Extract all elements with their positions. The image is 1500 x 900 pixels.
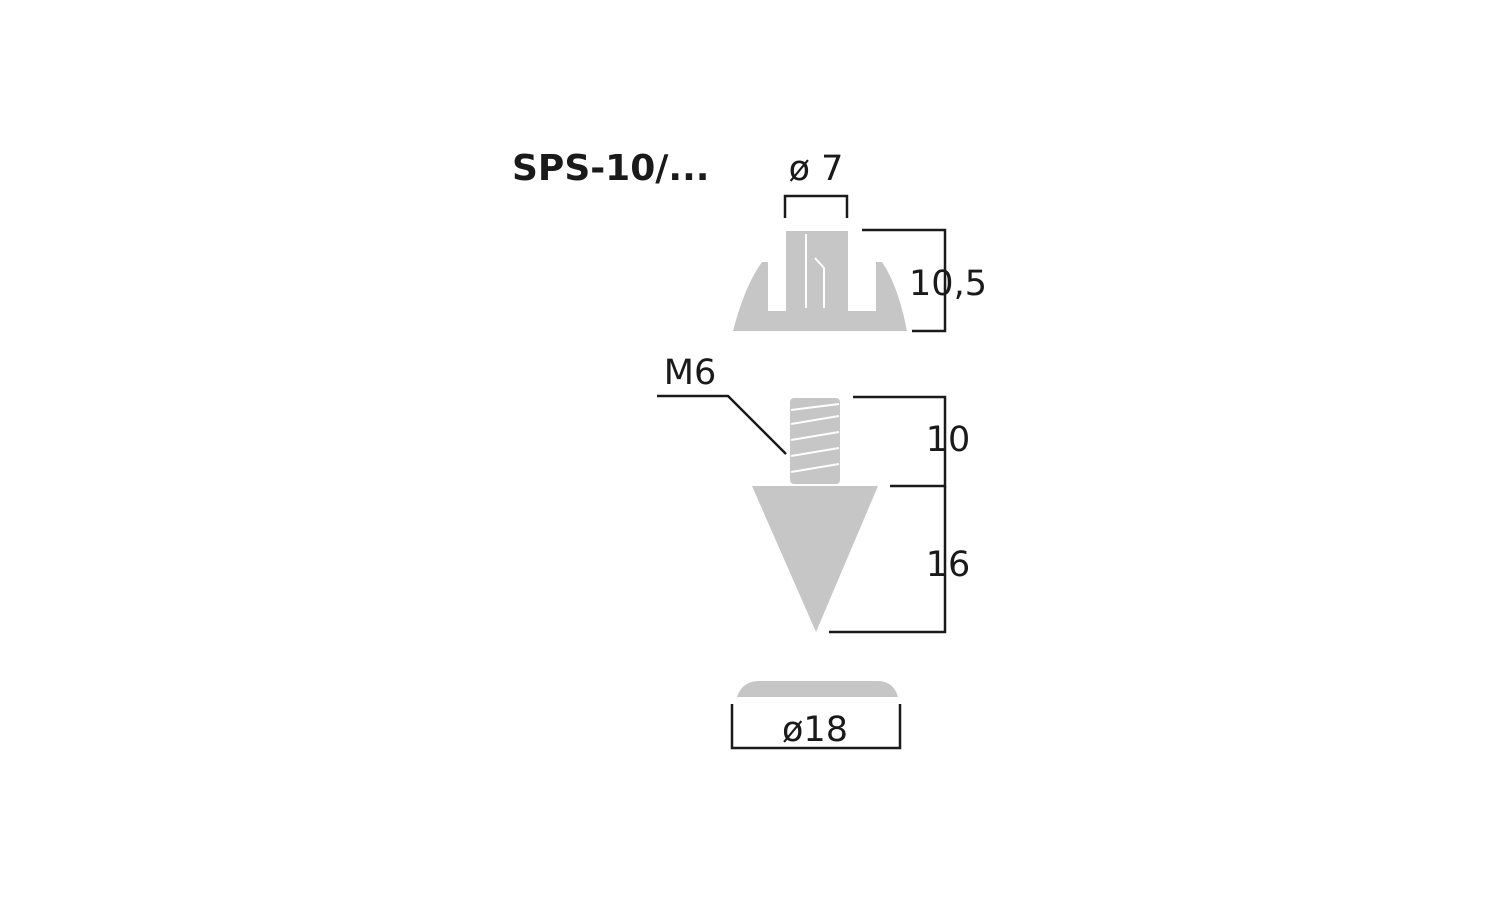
disc-part: [737, 681, 898, 697]
spike-cone: [752, 486, 878, 632]
threaded-stud: [790, 398, 840, 484]
cap-part: [733, 231, 907, 331]
spike-length-label: 16: [926, 545, 971, 585]
disc-diameter-dimension: ø18: [730, 704, 902, 750]
thread-lines: [790, 403, 840, 473]
cap-height-label: 10,5: [909, 264, 987, 304]
cap-insert: [786, 231, 848, 311]
cap-bore-label: ø 7: [789, 149, 844, 189]
cap-height-dimension: 10,5: [862, 228, 987, 333]
thread-length-label: 10: [926, 420, 971, 460]
spike-length-dimensions: 10 16: [829, 395, 971, 634]
disc-body: [737, 681, 898, 697]
cap-body: [733, 262, 907, 331]
cap-insert-slot: [805, 234, 825, 308]
thread-size-callout: M6: [657, 353, 787, 455]
product-title: SPS-10/...: [512, 148, 709, 189]
thread-size-label: M6: [664, 353, 716, 393]
disc-diameter-label: ø18: [782, 710, 848, 750]
cap-bore-dimension: ø 7: [783, 149, 849, 218]
spike-part: [752, 398, 878, 632]
